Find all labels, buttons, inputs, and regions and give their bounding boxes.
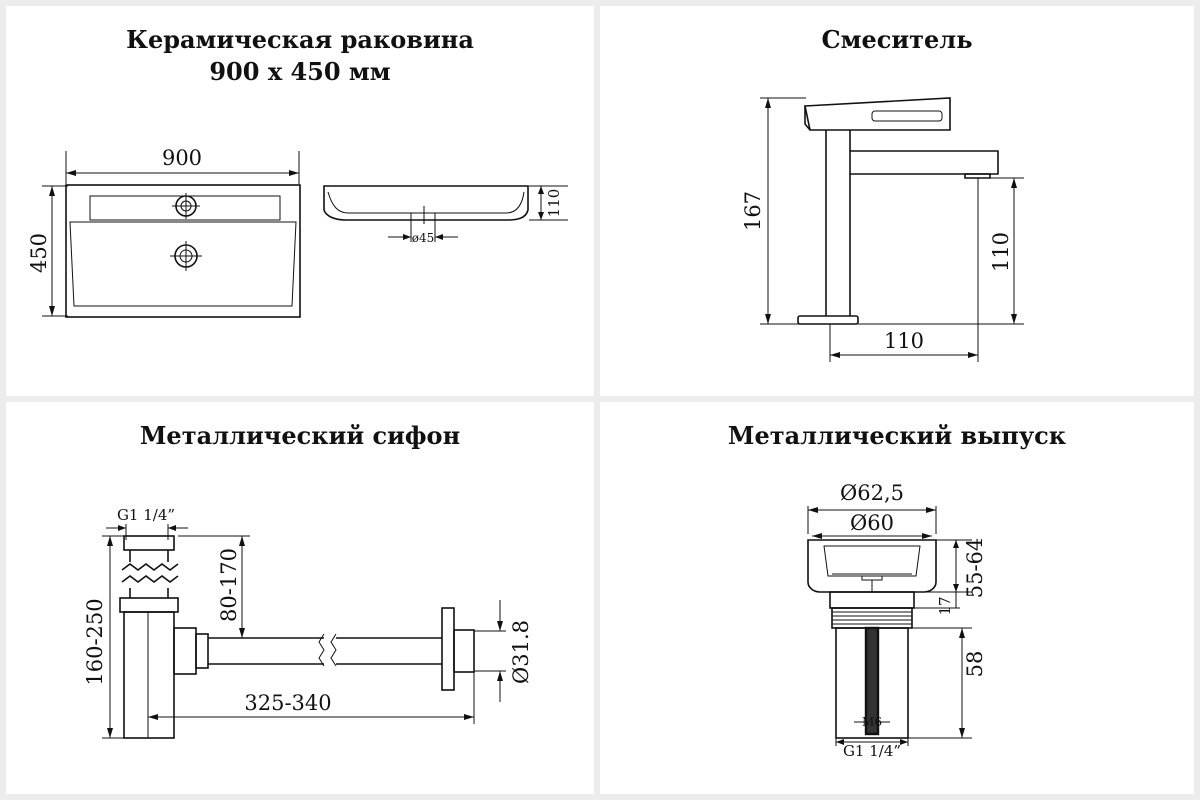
drain-hole-icon (170, 241, 202, 271)
sink-height-label: 110 (545, 189, 563, 218)
sink-title-line1: Керамическая раковина (126, 25, 474, 54)
sink-title: Керамическая раковина 900 x 450 мм (6, 24, 594, 88)
siphon-outlet-height-label: 80-170 (217, 548, 241, 622)
sink-drain-label: ø45 (412, 231, 435, 245)
drain-title: Металлический выпуск (727, 421, 1067, 450)
sink-depth-label: 450 (27, 233, 51, 273)
siphon-height-label: 160-250 (83, 598, 107, 685)
drain-bolt-label: M6 (862, 715, 882, 729)
siphon-pipe-diameter-label: Ø31.8 (509, 620, 533, 684)
mixer-drawing: 167 110 110 (741, 97, 1024, 362)
drain-58-label: 58 (963, 651, 987, 678)
siphon-title: Металлический сифон (139, 421, 461, 450)
sink-drawing: 900 450 (27, 146, 568, 318)
siphon-drawing: G1 1/4” (83, 506, 533, 739)
mixer-body (797, 97, 999, 325)
drain-17-label: 17 (936, 596, 954, 615)
sink-width-label: 900 (162, 146, 202, 170)
mixer-title: Смеситель (821, 25, 973, 54)
sink-top-outline (65, 184, 301, 318)
sink-title-line2: 900 x 450 мм (209, 57, 391, 86)
drain-thread-label: G1 1/4” (843, 742, 901, 760)
drain-body (807, 539, 937, 739)
mixer-total-height-label: 167 (741, 191, 765, 231)
panel-mixer: Смеситель 167 110 (600, 6, 1194, 396)
siphon-thread-label: G1 1/4” (117, 506, 175, 524)
drain-inner-diameter-label: Ø60 (850, 511, 894, 535)
siphon-body (119, 535, 209, 739)
drain-outer-diameter-label: Ø62,5 (840, 481, 904, 505)
siphon-outlet-pipe (208, 607, 475, 691)
panel-siphon: Металлический сифон G1 1/4” (6, 402, 594, 794)
drain-bolt (864, 626, 880, 736)
panel-metal-drain: Металлический выпуск Ø62,5 Ø60 (600, 402, 1194, 794)
panel-ceramic-sink: Керамическая раковина 900 x 450 мм 900 4… (6, 6, 594, 396)
drain-thread (831, 607, 913, 629)
drain-drawing: Ø62,5 Ø60 (807, 481, 987, 760)
siphon-length-label: 325-340 (244, 691, 331, 715)
mixer-spout-reach-label: 110 (884, 329, 924, 353)
mixer-spout-height-label: 110 (989, 232, 1013, 272)
faucet-hole-icon (172, 193, 200, 219)
drain-range-label: 55-64 (963, 538, 987, 599)
sink-side-profile (323, 185, 529, 221)
